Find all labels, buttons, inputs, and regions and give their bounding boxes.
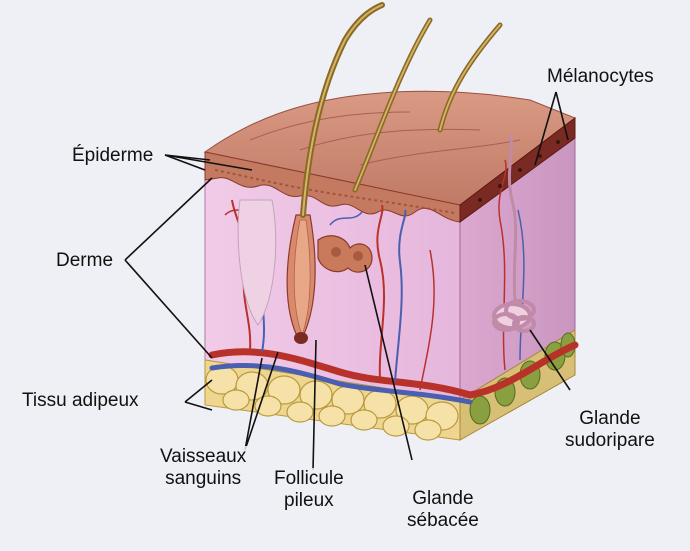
label-glande-sebacee-line1: Glande xyxy=(407,488,479,510)
label-glande-sebacee-line2: sébacée xyxy=(407,510,479,532)
label-glande-sebacee: Glande sébacée xyxy=(405,488,481,532)
label-follicule-line1: Follicule xyxy=(274,468,344,490)
label-glande-sudoripare-line2: sudoripare xyxy=(565,430,655,452)
label-epiderme: Épiderme xyxy=(70,145,155,167)
label-melanocytes: Mélanocytes xyxy=(545,66,656,88)
label-tissu-adipeux: Tissu adipeux xyxy=(20,390,141,412)
label-vaisseaux-sanguins: Vaisseaux sanguins xyxy=(158,446,248,490)
label-vaisseaux-line2: sanguins xyxy=(160,468,246,490)
label-vaisseaux-line1: Vaisseaux xyxy=(160,446,246,468)
label-glande-sudoripare: Glande sudoripare xyxy=(563,408,657,452)
label-derme: Derme xyxy=(54,250,115,272)
label-glande-sudoripare-line1: Glande xyxy=(565,408,655,430)
label-follicule-line2: pileux xyxy=(274,490,344,512)
label-follicule-pileux: Follicule pileux xyxy=(272,468,346,512)
